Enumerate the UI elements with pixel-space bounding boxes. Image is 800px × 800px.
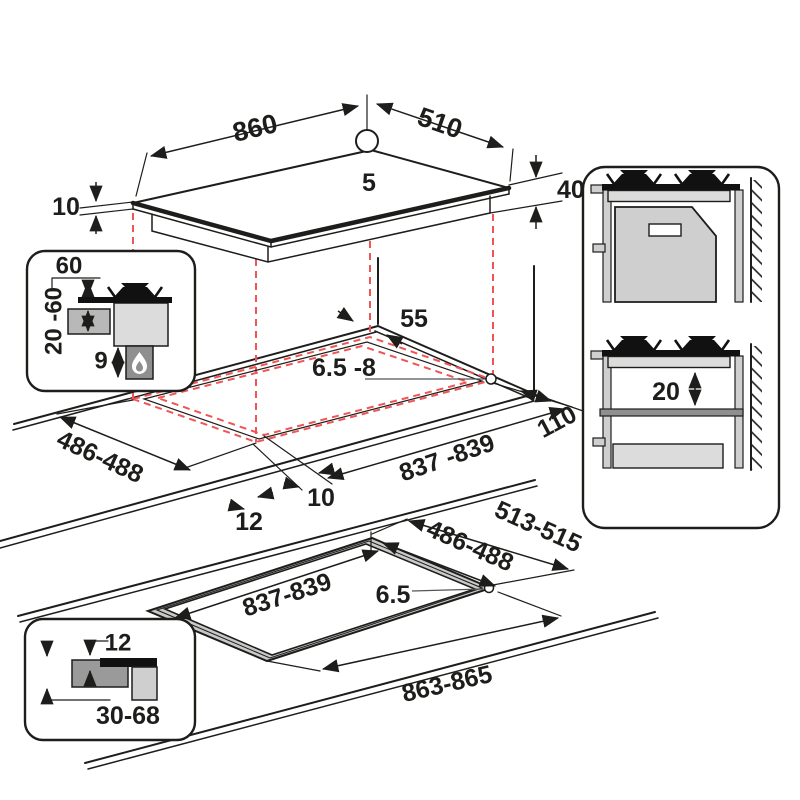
wall-hatch (751, 180, 762, 302)
dim-burner-width: 60 (56, 253, 83, 280)
hob-glass (132, 149, 510, 242)
hob-isometric-view: 5 860 510 40 10 (52, 94, 585, 263)
section-over-drawer: 20 (590, 334, 762, 471)
adjacent-cabinet (67, 308, 111, 335)
gas-inlet-circle (355, 129, 379, 153)
wall-hatch (751, 346, 762, 470)
section-over-oven (590, 168, 762, 303)
dim-side-clearance: 20 -60 (41, 287, 68, 355)
dim-glass-thickness: 10 (52, 193, 80, 221)
flush-mount-view: 837-839 6.5 486-488 513-515 863-865 (17, 479, 659, 770)
dim-body-height: 40 (557, 176, 585, 204)
dim-corner-radius: 6.5 -8 (312, 354, 376, 382)
hob-section (602, 350, 740, 357)
worktop-back-right-edge (377, 325, 535, 395)
dim-cutout-depth: 486-488 (53, 425, 148, 489)
dim-front-gap: 10 (307, 484, 335, 512)
dim-below-depth: 9 (94, 348, 107, 375)
side-rail (734, 189, 744, 303)
dim-hob-depth: 510 (414, 101, 466, 144)
seal-outline (141, 341, 485, 440)
dim-counter-thickness: 30-68 (96, 702, 160, 730)
hob-glass-profile (100, 658, 157, 667)
vent-slot (648, 223, 682, 237)
flush-profile-inset: 12 30-68 (23, 617, 197, 742)
hob-body-section (607, 355, 731, 369)
hob-section (602, 184, 740, 191)
burner-box (113, 302, 169, 347)
dim-right-gap: 110 (533, 400, 582, 444)
hob-body-section (607, 189, 731, 203)
dim-shelf-clearance: 20 (652, 378, 680, 406)
fixing-tab (590, 184, 604, 194)
fixing-tab (592, 437, 606, 447)
separator-shelf (599, 408, 744, 417)
dim-flush-corner-radius: 6.5 (376, 581, 411, 609)
dim-step-depth: 12 (105, 630, 132, 657)
hob-section (78, 297, 172, 303)
dim-cutout-length: 837 -839 (396, 429, 498, 488)
dim-hob-width: 860 (230, 108, 281, 148)
dim-gas-inlet: 5 (362, 169, 376, 197)
burner-clearance-inset: 60 20 -60 9 (25, 249, 197, 393)
oven-cavity (614, 206, 717, 303)
cabinet-clearance-panel: 20 (581, 165, 781, 530)
corner-radius-mark (485, 373, 497, 385)
projection-lines (132, 213, 494, 442)
drawer-front (612, 443, 724, 469)
fixing-tab (592, 243, 606, 253)
dim-back-gap: 55 (400, 305, 428, 333)
hob-body (151, 195, 491, 263)
hob-body-profile (131, 666, 158, 701)
cutout-dashed-outline (154, 344, 472, 437)
worktop-back-edge (17, 479, 536, 617)
dim-edge-overhang: 12 (235, 508, 263, 536)
fixing-tab (590, 350, 604, 360)
